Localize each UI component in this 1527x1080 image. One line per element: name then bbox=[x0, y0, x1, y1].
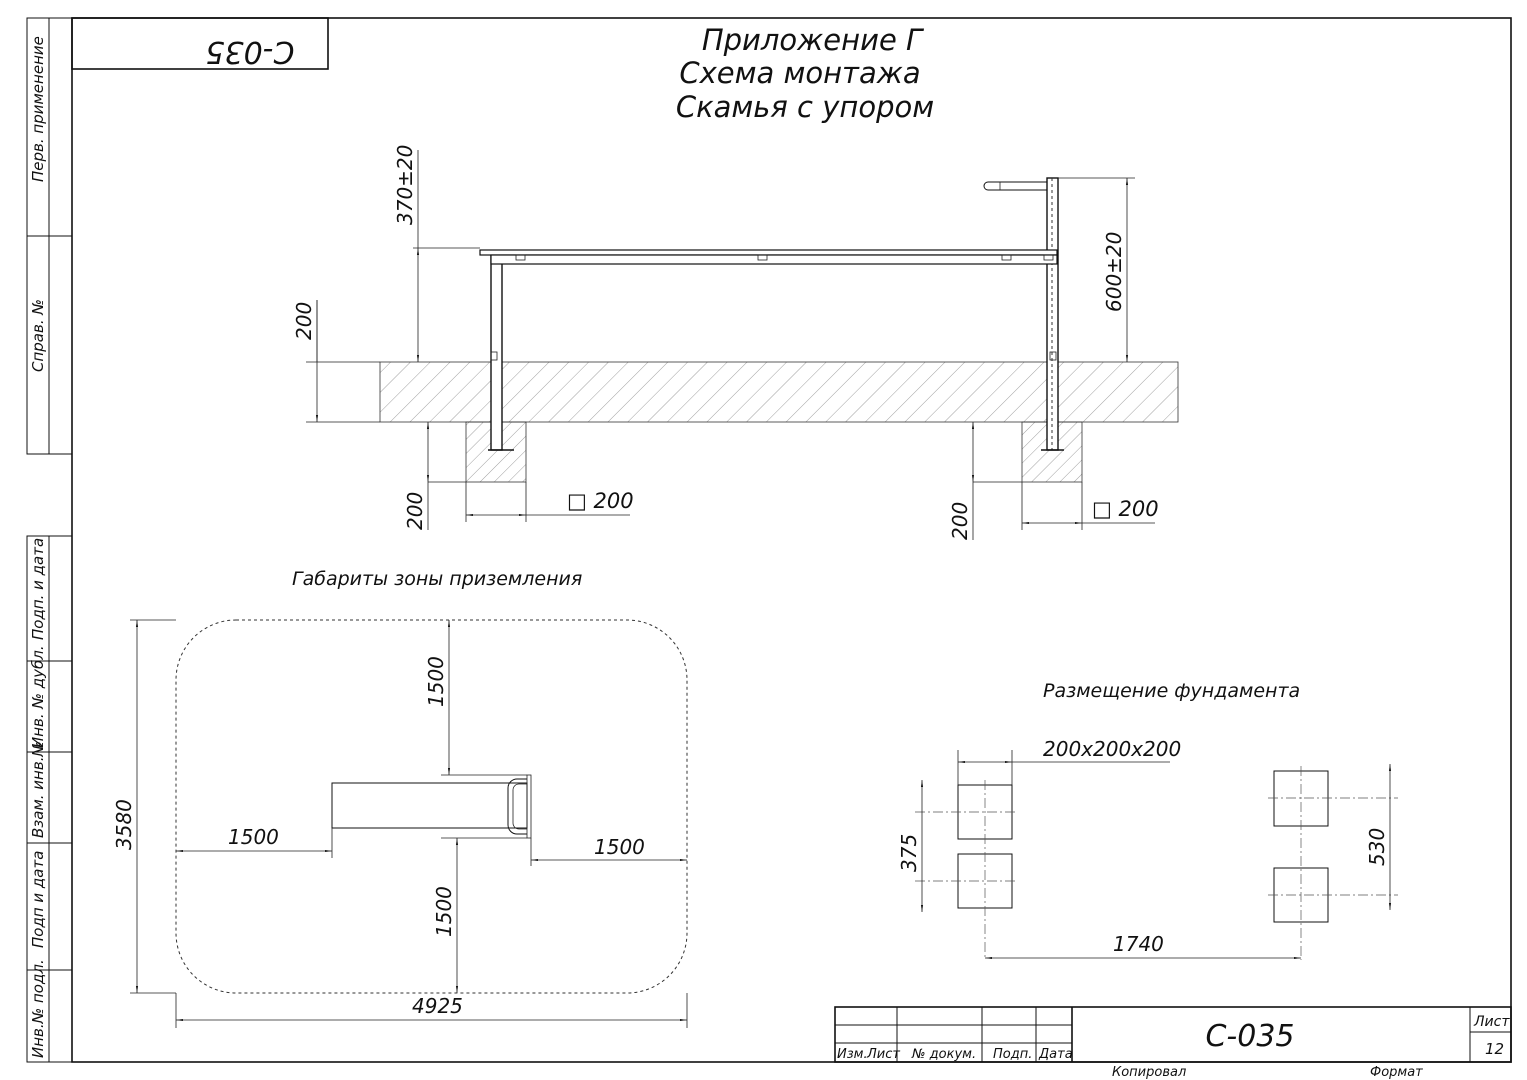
dim-600: 600±20 bbox=[1102, 232, 1126, 312]
title-line-1: Приложение Г bbox=[702, 23, 925, 57]
sq-left: □ 200 bbox=[567, 489, 634, 513]
sheet-number: 12 bbox=[1485, 1040, 1504, 1058]
label-perv-primenenie: Перв. применение bbox=[29, 36, 47, 182]
title-line-3: Скамья с упором bbox=[676, 90, 934, 124]
foundation-block-bottom-left bbox=[957, 853, 1013, 909]
sq-right: □ 200 bbox=[1092, 497, 1159, 521]
label-podp-i-data-1: Подп. и дата bbox=[29, 538, 47, 640]
title-block: Изм. Лист № докум. Подп. Дата С-035 Лист… bbox=[834, 1006, 1512, 1080]
title-line-2: Схема монтажа bbox=[679, 56, 920, 90]
foundation-layout-view: Размещение фундамента 200x200x200 375 53… bbox=[897, 680, 1398, 960]
sheet-label: Лист bbox=[1473, 1014, 1510, 1030]
label-inv-no-podl: Инв.№ подл. bbox=[29, 959, 47, 1058]
label-sprav-no: Справ. № bbox=[29, 299, 47, 372]
bench-plan bbox=[331, 782, 528, 829]
zone-caption: Габариты зоны приземления bbox=[292, 568, 582, 590]
landing-zone-outline bbox=[175, 619, 688, 994]
drawing-title: Приложение Г Схема монтажа Скамья с упор… bbox=[676, 23, 934, 124]
dim-1740: 1740 bbox=[1113, 932, 1164, 956]
dim-found-right: 200 bbox=[948, 502, 972, 540]
code-stamp-rotated: C-035 bbox=[205, 34, 294, 69]
zone-dim-height: 3580 bbox=[112, 799, 136, 850]
label-vzam-inv-no: Взам. инв.№ bbox=[29, 741, 47, 838]
zone-dim-width: 4925 bbox=[412, 994, 463, 1018]
sheet-frame bbox=[26, 17, 1512, 1063]
ground-slab bbox=[379, 361, 1179, 423]
bench-frame-rail bbox=[490, 254, 1058, 265]
zone-dim-top: 1500 bbox=[424, 656, 448, 707]
col-izm: Изм. bbox=[837, 1047, 868, 1062]
dim-530: 530 bbox=[1365, 828, 1389, 866]
label-podp-i-data-2: Подп и дата bbox=[29, 851, 47, 948]
dim-370: 370±20 bbox=[393, 145, 417, 225]
col-list: Лист bbox=[866, 1047, 900, 1062]
block-size: 200x200x200 bbox=[1043, 737, 1181, 761]
foundation-caption: Размещение фундамента bbox=[1043, 680, 1300, 702]
bench-post-right bbox=[1046, 177, 1059, 451]
label-inv-no-dubl: Инв. № дубл. bbox=[29, 645, 47, 748]
document-code: С-035 bbox=[1205, 1019, 1294, 1054]
bench-plan-handle bbox=[507, 778, 527, 835]
col-date: Дата bbox=[1038, 1047, 1073, 1062]
bench-seat bbox=[479, 249, 1058, 256]
col-doc: № докум. bbox=[911, 1047, 976, 1062]
zone-dim-right: 1500 bbox=[594, 835, 645, 859]
copied-label: Копировал bbox=[1112, 1065, 1186, 1080]
dim-slab: 200 bbox=[292, 302, 316, 340]
zone-dim-bottom: 1500 bbox=[432, 886, 456, 937]
bench-handle bbox=[983, 181, 1047, 191]
format-label: Формат bbox=[1370, 1065, 1423, 1080]
landing-zone-view: Габариты зоны приземления 3580 1500 1500… bbox=[112, 568, 688, 1028]
side-strip-labels: Перв. применение Справ. № Подп. и дата И… bbox=[29, 36, 47, 1058]
elevation-view: 370±20 200 600±20 200 □ 200 200 □ 200 bbox=[292, 145, 1179, 540]
zone-dim-left: 1500 bbox=[228, 825, 279, 849]
bench-leg-left bbox=[490, 251, 503, 451]
dim-375: 375 bbox=[897, 834, 921, 872]
dim-found-left: 200 bbox=[403, 492, 427, 530]
col-sign: Подп. bbox=[993, 1047, 1032, 1062]
